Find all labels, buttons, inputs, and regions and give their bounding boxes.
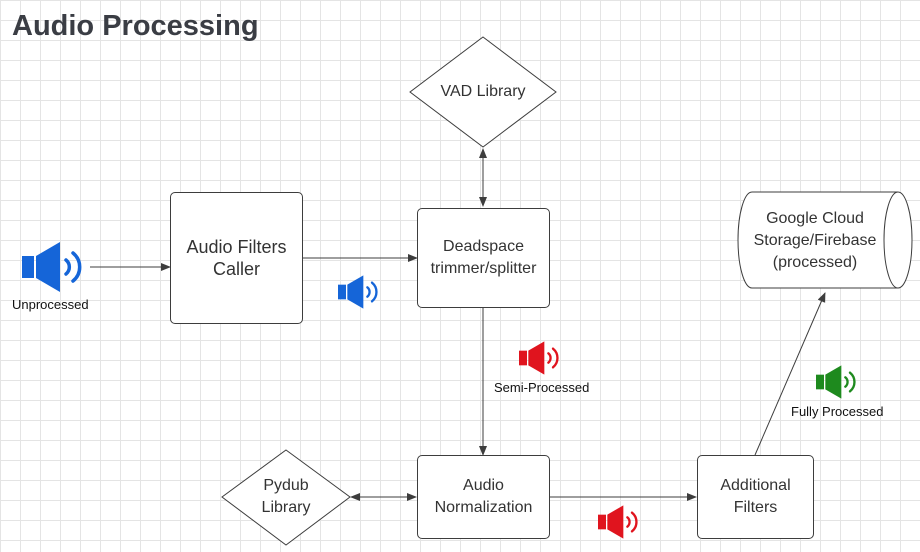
- google-cloud-storage-cylinder[interactable]: [737, 191, 913, 289]
- arrow-additional-to-cloud: [754, 292, 826, 456]
- semi-processed-caption: Semi-Processed: [494, 380, 590, 395]
- pydub-library-label: Pydub Library: [261, 477, 311, 516]
- speaker-unprocessed-icon: [22, 242, 82, 292]
- speaker-semi-processed-icon: [519, 341, 559, 375]
- fully-processed-caption: Fully Processed: [791, 404, 884, 419]
- vad-library-label: VAD Library: [440, 83, 526, 100]
- vad-library-diamond[interactable]: [409, 36, 557, 148]
- audio-normalization-box[interactable]: Audio Normalization: [417, 455, 550, 539]
- pydub-library-diamond[interactable]: [221, 449, 351, 546]
- speaker-sound-icon: [816, 365, 856, 399]
- speaker-sound-icon: [338, 275, 378, 309]
- speaker-fully-processed-icon: [816, 365, 856, 399]
- unprocessed-caption: Unprocessed: [12, 297, 89, 312]
- speaker-unprocessed-small-icon: [338, 275, 378, 309]
- diagram-title: Audio Processing: [12, 10, 259, 42]
- deadspace-trimmer-box[interactable]: Deadspace trimmer/splitter: [417, 208, 550, 308]
- additional-filters-box[interactable]: Additional Filters: [697, 455, 814, 539]
- google-cloud-label: Google Cloud Storage/Firebase (processed…: [753, 210, 877, 271]
- speaker-sound-icon: [519, 341, 559, 375]
- speaker-sound-icon: [22, 242, 82, 292]
- audio-filters-caller-box[interactable]: Audio Filters Caller: [170, 192, 303, 324]
- speaker-sound-icon: [598, 505, 638, 539]
- speaker-semi-processed-bottom-icon: [598, 505, 638, 539]
